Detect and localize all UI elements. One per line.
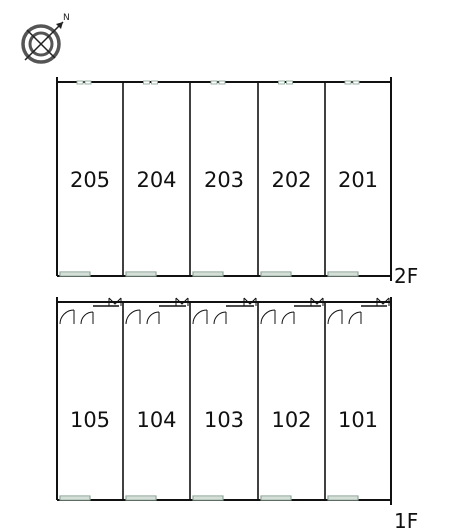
door-swing-icon	[146, 311, 160, 325]
meter-box-icon	[175, 297, 189, 306]
vent-icon	[218, 80, 226, 85]
unit-number: 102	[271, 408, 311, 432]
door-swing-icon	[80, 311, 94, 325]
unit-number: 104	[136, 408, 176, 432]
unit-104: 104	[125, 297, 189, 501]
unit-number: 202	[271, 168, 311, 192]
vent-icon	[286, 80, 293, 85]
unit-number: 201	[338, 168, 378, 192]
door-swing-icon	[281, 311, 295, 325]
meter-box-icon	[243, 297, 257, 306]
unit-102: 102	[260, 297, 324, 501]
unit-103: 103	[192, 297, 257, 501]
floor-label-1f: 1F	[394, 509, 418, 530]
floor-2: 205 204 203 202 201	[56, 77, 392, 281]
meter-box-icon	[376, 297, 390, 306]
vent-icon	[84, 80, 92, 85]
unit-105: 105	[59, 297, 122, 501]
vent-icon	[278, 80, 285, 85]
unit-number: 105	[70, 408, 110, 432]
door-swing-icon	[59, 309, 75, 325]
unit-202: 202	[260, 80, 312, 277]
door-swing-icon	[213, 311, 227, 325]
vent-icon	[210, 80, 218, 85]
door-swing-icon	[260, 309, 276, 325]
meter-box-icon	[108, 297, 122, 306]
vent-icon	[344, 80, 352, 85]
vent-icon	[151, 80, 158, 85]
vent-icon	[76, 80, 84, 85]
unit-number: 101	[338, 408, 378, 432]
door-swing-icon	[348, 311, 362, 325]
unit-204: 204	[125, 80, 177, 277]
compass-north-arrow-icon: N	[21, 13, 70, 64]
floor-1: 105 104 103 102 101	[56, 297, 392, 505]
door-swing-icon	[125, 309, 141, 325]
unit-203: 203	[192, 80, 244, 277]
unit-201: 201	[327, 80, 378, 277]
vent-icon	[352, 80, 360, 85]
unit-101: 101	[327, 297, 390, 501]
unit-number: 204	[136, 168, 176, 192]
unit-205: 205	[59, 80, 110, 277]
compass-label: N	[63, 13, 70, 23]
door-swing-icon	[327, 309, 343, 325]
unit-number: 205	[70, 168, 110, 192]
meter-box-icon	[310, 297, 324, 306]
vent-icon	[143, 80, 150, 85]
unit-number: 103	[204, 408, 244, 432]
door-swing-icon	[192, 309, 208, 325]
unit-number: 203	[204, 168, 244, 192]
floor-label-2f: 2F	[394, 264, 418, 288]
